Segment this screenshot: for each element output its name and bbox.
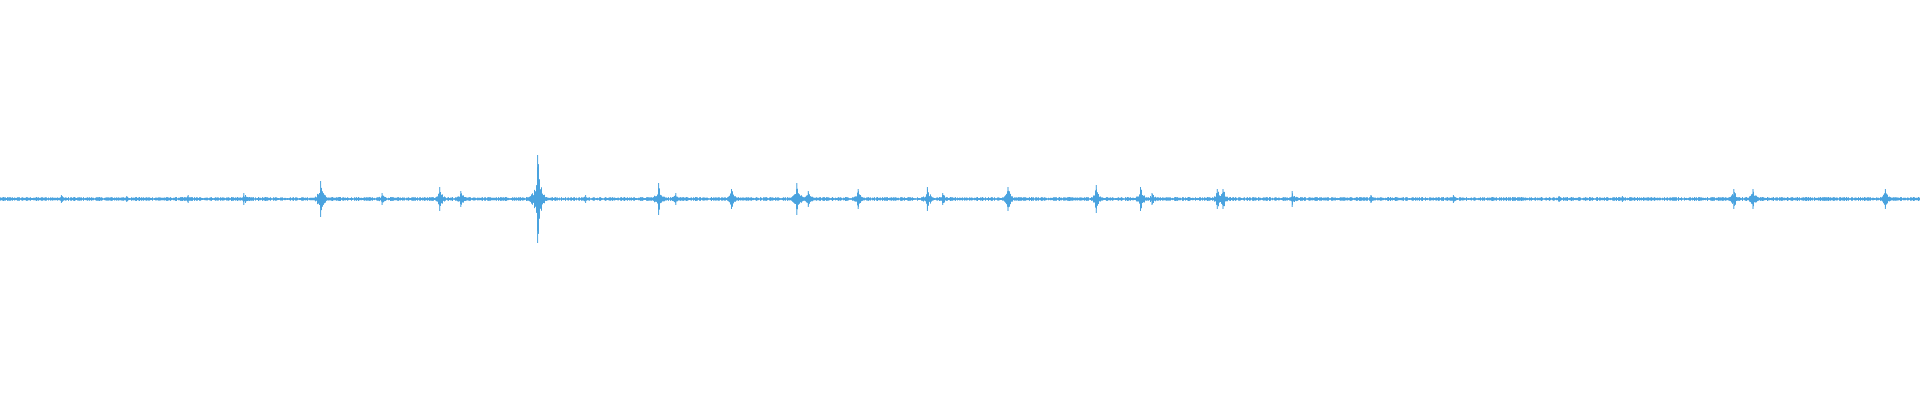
waveform-path	[0, 164, 1920, 234]
waveform-trace	[0, 155, 1920, 243]
